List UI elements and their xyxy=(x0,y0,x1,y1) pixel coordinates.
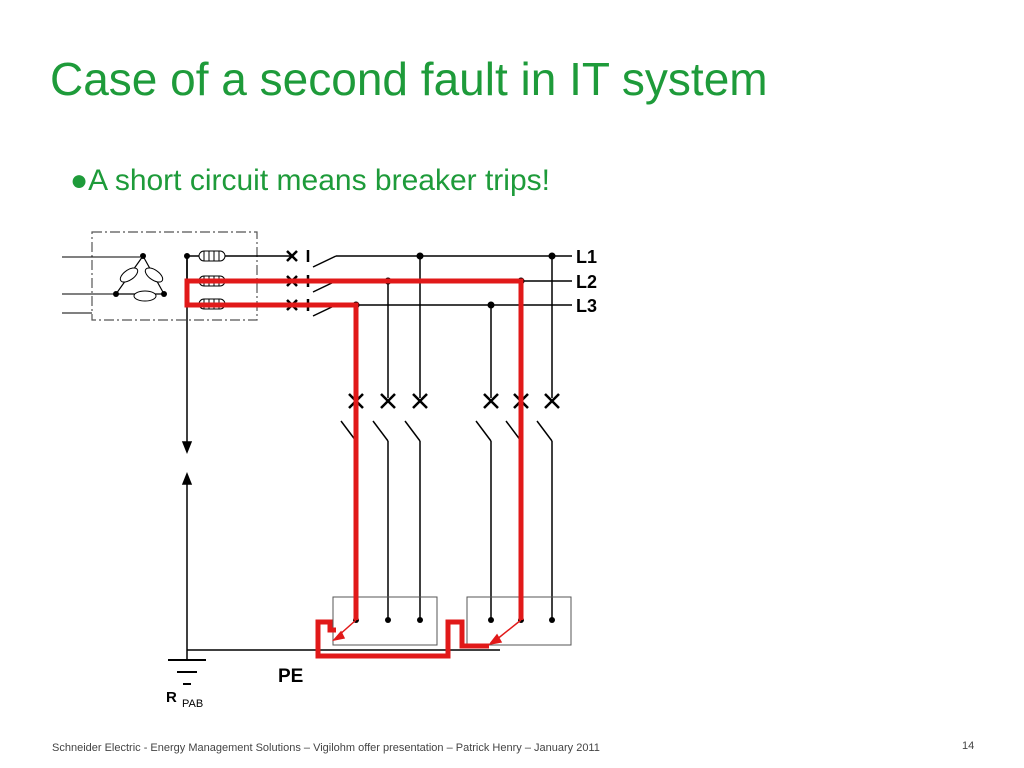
neutral-impedance-link xyxy=(181,256,322,651)
bullet-dot: ● xyxy=(70,164,89,197)
delta-primary-winding xyxy=(113,253,167,302)
page-number: 14 xyxy=(962,740,975,752)
fault-arrows xyxy=(331,619,522,646)
resistor-label: R xyxy=(166,689,177,706)
phase-label-l1: L1 xyxy=(576,247,597,267)
busbar-ends xyxy=(562,255,572,306)
pe-label: PE xyxy=(278,666,303,687)
feeder-breakers xyxy=(348,393,560,409)
footer-text: Schneider Electric - Energy Management S… xyxy=(52,742,600,754)
fault-path xyxy=(184,278,524,620)
resistor-subscript: PAB xyxy=(182,698,203,710)
bullet-item: ●A short circuit means breaker trips! xyxy=(70,164,550,198)
earth-symbol xyxy=(168,659,206,685)
slide-title: Case of a second fault in IT system xyxy=(50,53,768,105)
phase-label-l3: L3 xyxy=(576,296,597,316)
phase-label-l2: L2 xyxy=(576,272,597,292)
fault-return-path xyxy=(315,619,489,659)
incoming-lines xyxy=(62,256,140,314)
bullet-text: A short circuit means breaker trips! xyxy=(88,164,550,197)
